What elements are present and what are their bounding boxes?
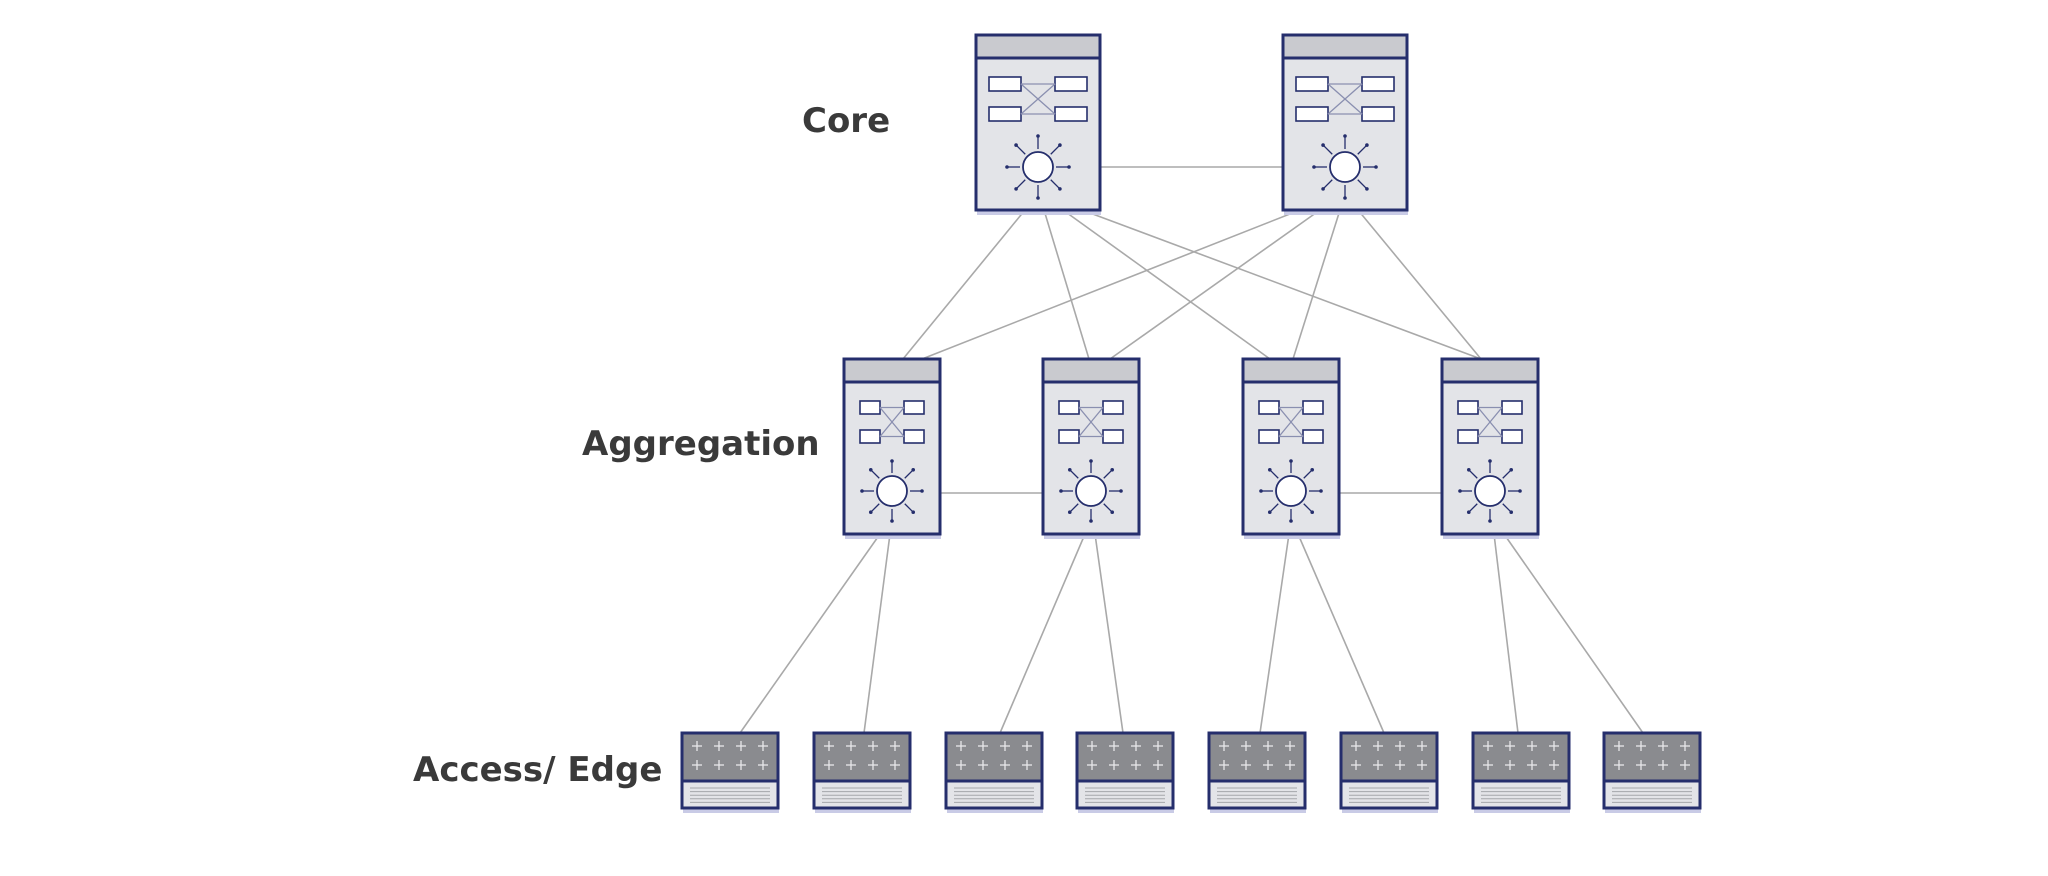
access-switch-3 [944,731,1044,813]
aggregation-switch-4 [1440,357,1540,539]
access-switch-2 [812,731,912,813]
link-agg-4-access-8 [1503,533,1644,734]
links-layer [739,166,1644,734]
link-agg-1-access-1 [739,533,881,734]
link-agg-3-access-6 [1297,533,1385,734]
link-core-2-agg-3 [1292,209,1341,360]
aggregation-switch-2 [1041,357,1141,539]
access-switch-8 [1602,731,1702,813]
tier-label-core: Core [802,101,891,141]
link-agg-1-access-2 [863,533,891,734]
access-switch-6 [1339,731,1439,813]
link-core-1-agg-1 [902,209,1026,360]
tier-label-access: Access/ Edge [413,750,663,790]
link-core-2-agg-2 [1109,209,1321,360]
aggregation-switch-1 [842,357,942,539]
link-core-1-agg-2 [1043,209,1090,360]
link-core-2-agg-1 [921,209,1301,360]
link-agg-2-access-3 [999,533,1086,734]
aggregation-switch-3 [1241,357,1341,539]
link-core-1-agg-3 [1062,209,1271,360]
core-switch-1 [974,33,1102,215]
access-switch-7 [1471,731,1571,813]
link-core-2-agg-4 [1357,209,1482,360]
core-switch-2 [1281,33,1409,215]
access-switch-1 [680,731,780,813]
link-core-1-agg-4 [1081,209,1482,360]
devices-layer [680,33,1702,813]
link-agg-2-access-4 [1094,533,1124,734]
access-switch-5 [1207,731,1307,813]
link-agg-3-access-5 [1259,533,1290,734]
tier-label-aggregation: Aggregation [582,424,820,464]
access-switch-4 [1075,731,1175,813]
link-agg-4-access-7 [1493,533,1519,734]
